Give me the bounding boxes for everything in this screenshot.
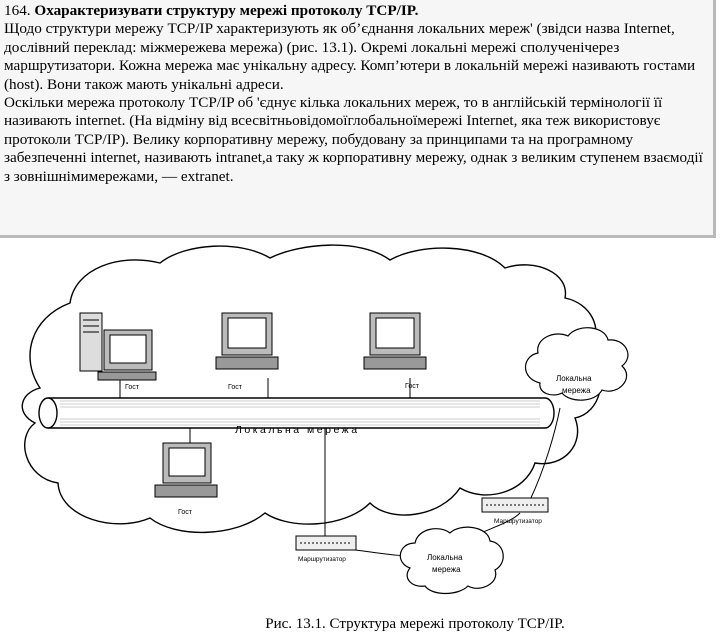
question-number: 164. [4,2,31,19]
cloud-bottom-label-1: Локальна [427,553,463,562]
cloud-right-label-2: мережа [562,386,591,395]
paragraph-2: Оскільки мережа протоколу TCP/IP об 'єдн… [4,94,703,185]
bus-cylinder [38,397,555,429]
question-heading: 164. Охарактеризувати структуру мережі п… [4,2,709,20]
paragraph-1: Щодо структури мережу TCP/IP характеризу… [4,20,696,93]
text-block: 164. Охарактеризувати структуру мережі п… [0,0,716,238]
router-1-label: Маршрутизатор [298,556,346,563]
network-diagram: Локальна мережа Гост [21,244,629,595]
router-1 [295,535,357,551]
host-4 [154,442,218,498]
bus-label: Локальна мережа [235,424,360,436]
network-figure: Локальна мережа Гост [0,238,720,636]
cloud-bottom-label-2: мережа [432,565,461,574]
figure-caption: Рис. 13.1. Структура мережі протоколу TC… [265,616,565,632]
cloud-right-label-1: Локальна [556,374,592,383]
cloud-bottom [399,526,504,595]
cloud-right [524,327,629,401]
host-3 [363,312,427,370]
host-4-label: Гост [178,509,193,516]
host-2 [215,312,279,370]
question-title: Охарактеризувати структуру мережі проток… [34,2,419,19]
router-2-label: Маршрутизатор [494,518,542,525]
host-2-label: Гост [228,384,243,391]
router-2 [481,497,549,513]
host-1-label: Гост [125,384,140,391]
host-3-label: Гост [405,383,420,390]
host-1 [79,312,157,381]
main-cloud [21,244,602,534]
